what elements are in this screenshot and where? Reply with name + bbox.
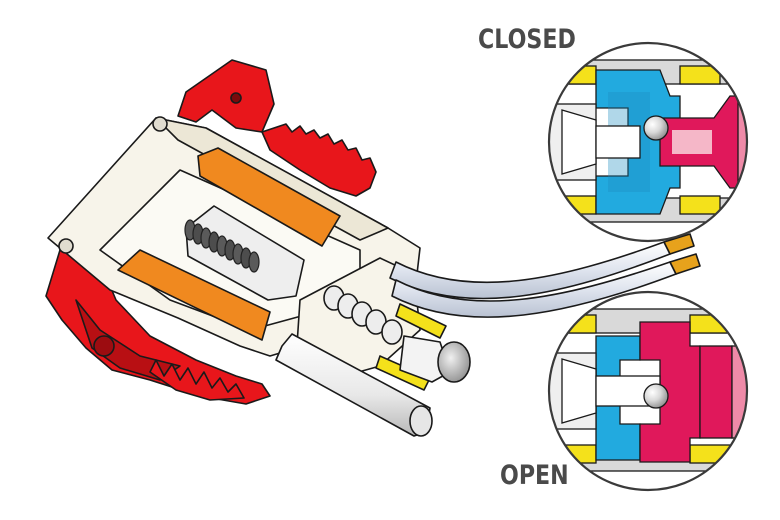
guide-pin-end — [409, 405, 433, 437]
red-ribbed-fin-lower — [149, 359, 245, 401]
coil-orange-upper — [197, 147, 341, 247]
plunger-stack — [323, 285, 403, 345]
wire-copper-upper — [663, 233, 695, 255]
red-housing-upper — [177, 59, 275, 133]
wire-copper-lower — [669, 253, 701, 275]
yellow-seal-upper — [395, 303, 447, 339]
red-ribbed-fin-upper — [261, 123, 377, 197]
body-bolt-top — [152, 116, 168, 132]
inset-open-frame — [547, 290, 749, 492]
closed-label: CLOSED — [478, 24, 576, 55]
coil-orange-lower — [117, 249, 271, 341]
housing-lower-hole — [93, 335, 115, 357]
inset-open — [547, 290, 749, 492]
spring — [184, 219, 260, 273]
body-bolt-left — [58, 238, 74, 254]
housing-screw-hole — [230, 92, 242, 104]
tip-fitting — [399, 335, 451, 383]
valve-assembly — [45, 59, 701, 437]
tip-cap — [437, 341, 471, 383]
inset-closed-frame — [547, 41, 749, 243]
open-label: OPEN — [500, 460, 569, 491]
inset-closed — [547, 41, 749, 243]
